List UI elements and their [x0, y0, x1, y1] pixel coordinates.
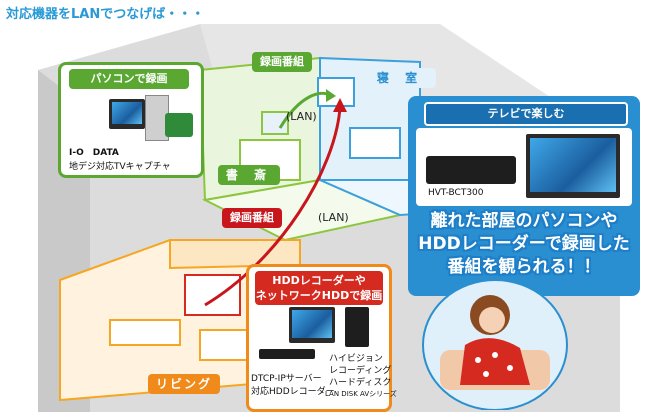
- hdd-recorder-icon: [259, 349, 315, 359]
- hdd-tv-icon: [289, 307, 335, 343]
- hdd-panel-tag-line-1: HDDレコーダーや: [272, 274, 366, 287]
- hdd-disk-line-3: ハードディスク: [329, 378, 392, 388]
- viewer-illustration: [422, 279, 568, 410]
- tv-panel-tag: テレビで楽しむ: [424, 102, 628, 126]
- tv-panel-model: HVT-BCT300: [428, 188, 484, 198]
- study-room: [198, 56, 404, 242]
- hdd-panel-tag-line-2: ネットワークHDDで録画: [255, 289, 383, 302]
- bedroom-label: 寝 室: [364, 68, 436, 88]
- tv-panel: テレビで楽しむ HVT-BCT300 離れた部屋のパソコンや HDDレコーダーで…: [408, 96, 640, 296]
- hdd-panel-tag: HDDレコーダーや ネットワークHDDで録画: [255, 271, 383, 305]
- page-title: 対応機器をLANでつなげば・・・: [6, 7, 205, 22]
- lan-arrow-living-to-bed: [204, 107, 342, 307]
- hdd-recorder-line-1: DTCP-IPサーバー: [251, 374, 322, 384]
- bedroom-room: [317, 56, 484, 217]
- recorded-program-tag-mid: 録画番組: [222, 208, 282, 228]
- recorded-program-tag-top: 録画番組: [252, 52, 312, 72]
- pc-panel-caption: 地デジ対応TVキャプチャ: [69, 162, 171, 172]
- hdd-recorder-line-2: 対応HDDレコーダー: [251, 387, 335, 397]
- hdd-panel: HDDレコーダーや ネットワークHDDで録画 DTCP-IPサーバー 対応HDD…: [246, 264, 397, 412]
- lan-arrow-head-green: [326, 89, 336, 102]
- tv-panel-caption-line-3: 番組を観られる！！: [447, 257, 601, 277]
- network-hdd-icon: [345, 307, 369, 347]
- monitor-icon: [109, 99, 145, 129]
- tv-panel-caption-line-2: HDDレコーダーで録画した: [418, 234, 630, 254]
- study-label: 書 斎: [218, 165, 280, 185]
- living-label: リビング: [148, 374, 220, 394]
- lan-label-top: (LAN): [286, 110, 317, 123]
- lan-label-mid: (LAN): [318, 211, 349, 224]
- pc-panel-tag: パソコンで録画: [69, 69, 189, 89]
- lan-arrow-head-up: [333, 98, 347, 112]
- tuner-box-icon: [426, 156, 516, 184]
- hdd-disk-line-1: ハイビジョン: [329, 354, 383, 364]
- pc-panel: パソコンで録画 I-O DATA 地デジ対応TVキャプチャ: [58, 62, 204, 178]
- pc-panel-maker: I-O DATA: [69, 148, 119, 158]
- hdd-disk-line-2: レコーディング: [329, 366, 392, 376]
- tv-panel-caption-line-1: 離れた部屋のパソコンや: [430, 211, 618, 231]
- capture-card-icon: [165, 113, 193, 137]
- tv-icon: [526, 134, 620, 198]
- hdd-disk-series: LAN DISK AVシリーズ: [325, 390, 397, 398]
